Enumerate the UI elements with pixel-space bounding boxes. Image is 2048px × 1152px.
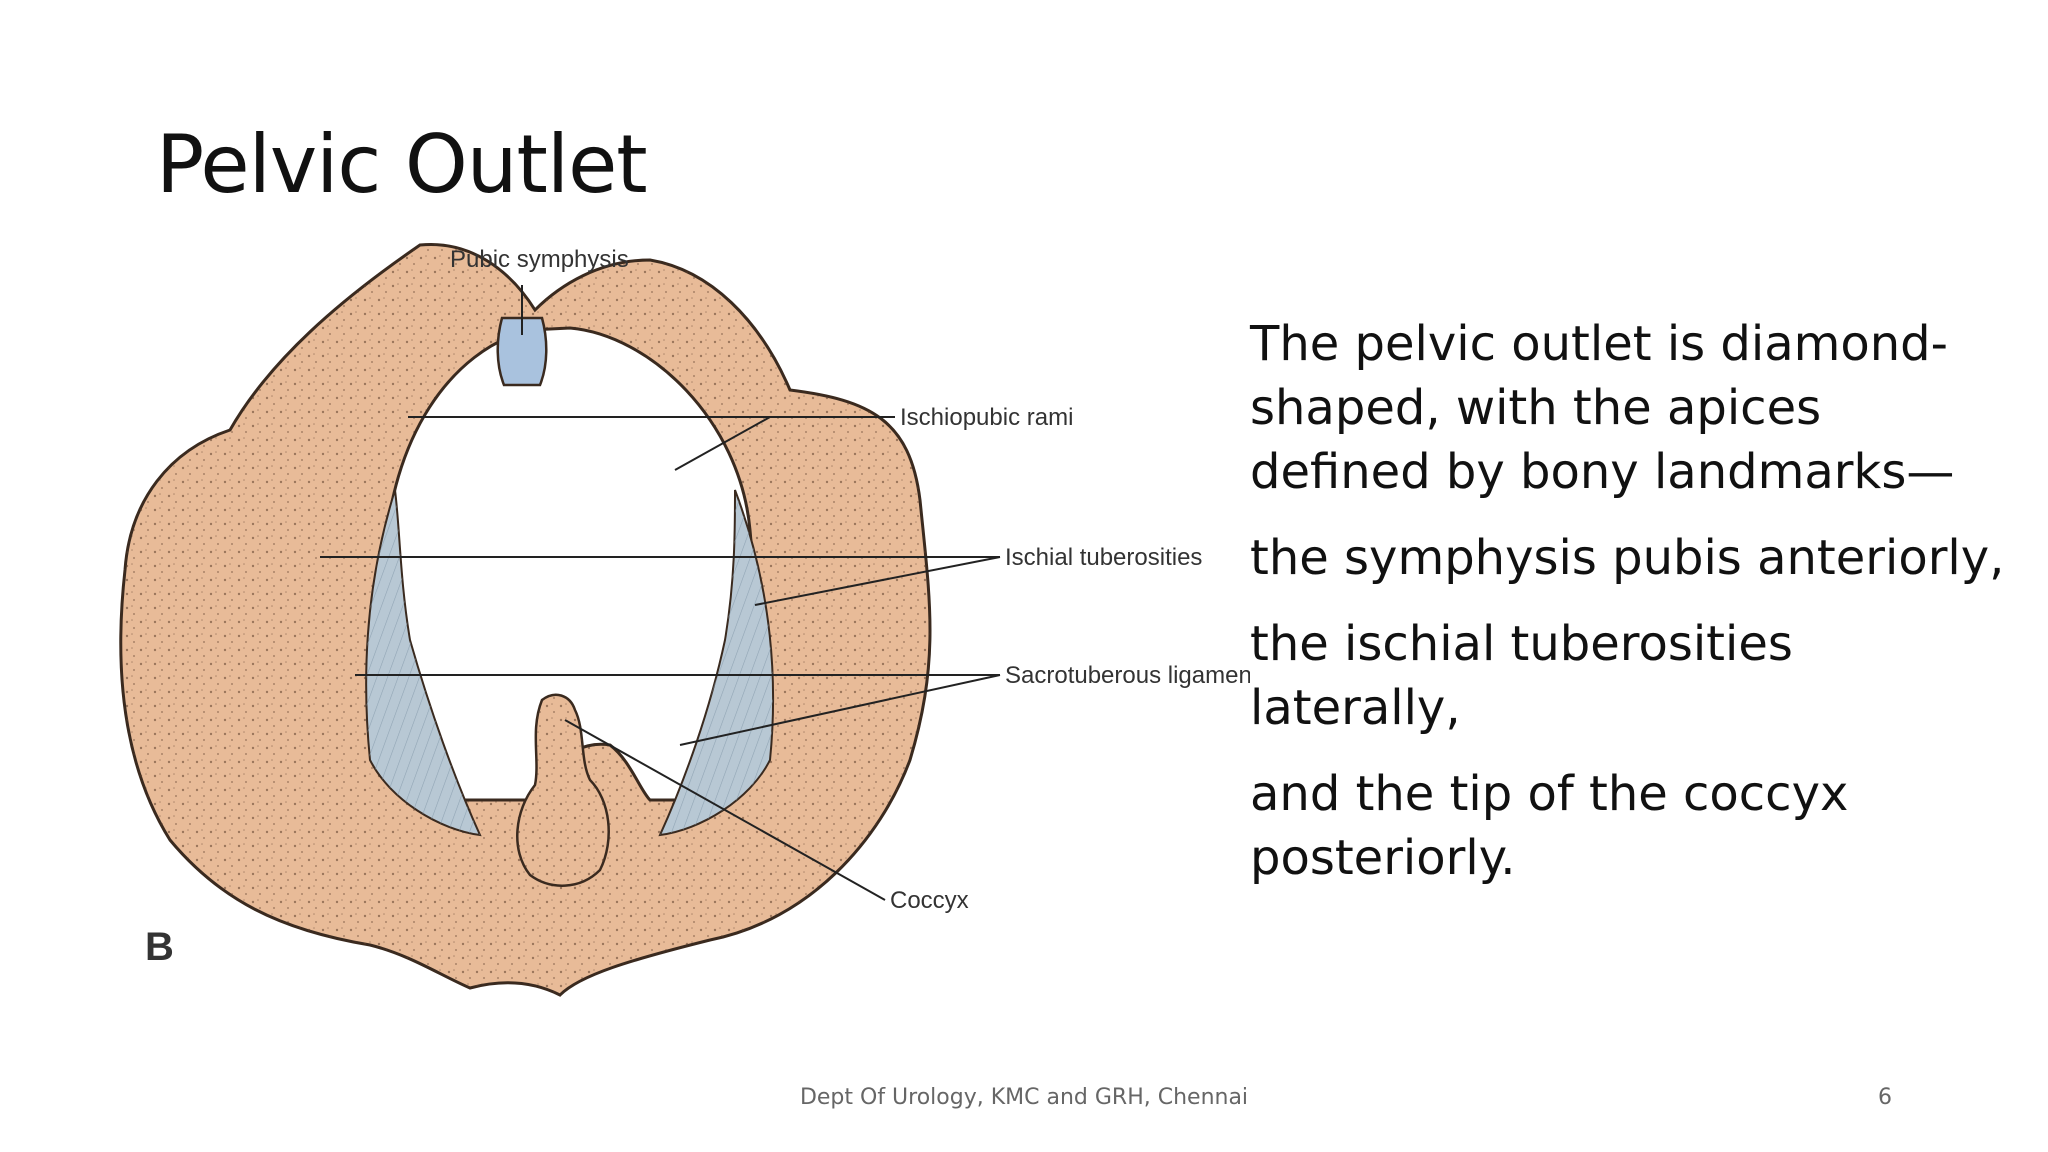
label-coccyx: Coccyx (890, 887, 969, 914)
label-pubic-symphysis: Pubic symphysis (450, 246, 629, 273)
pelvis-illustration: Pubic symphysis Ischiopubic rami Ischial… (110, 240, 1250, 1000)
paragraph-posterior: and the tip of the coccyx posteriorly. (1250, 766, 1849, 886)
label-sacrotuberous-ligaments: Sacrotuberous ligaments (1005, 662, 1250, 689)
slide-title: Pelvic Outlet (156, 118, 648, 211)
label-ischial-tuberosities: Ischial tuberosities (1005, 544, 1202, 571)
figure-letter: B (145, 925, 174, 969)
slide-body: The pelvic outlet is diamond-shaped, wit… (1250, 312, 2010, 912)
label-ischiopubic-rami: Ischiopubic rami (900, 404, 1073, 431)
paragraph-intro: The pelvic outlet is diamond-shaped, wit… (1250, 316, 1955, 500)
paragraph-lateral: the ischial tuberosities laterally, (1250, 616, 1793, 736)
page-number: 6 (1878, 1085, 1892, 1110)
pubic-symphysis-cartilage (496, 316, 548, 387)
footer-department: Dept Of Urology, KMC and GRH, Chennai (799, 1085, 1249, 1110)
paragraph-anterior: the symphysis pubis anteriorly, (1250, 530, 2005, 586)
